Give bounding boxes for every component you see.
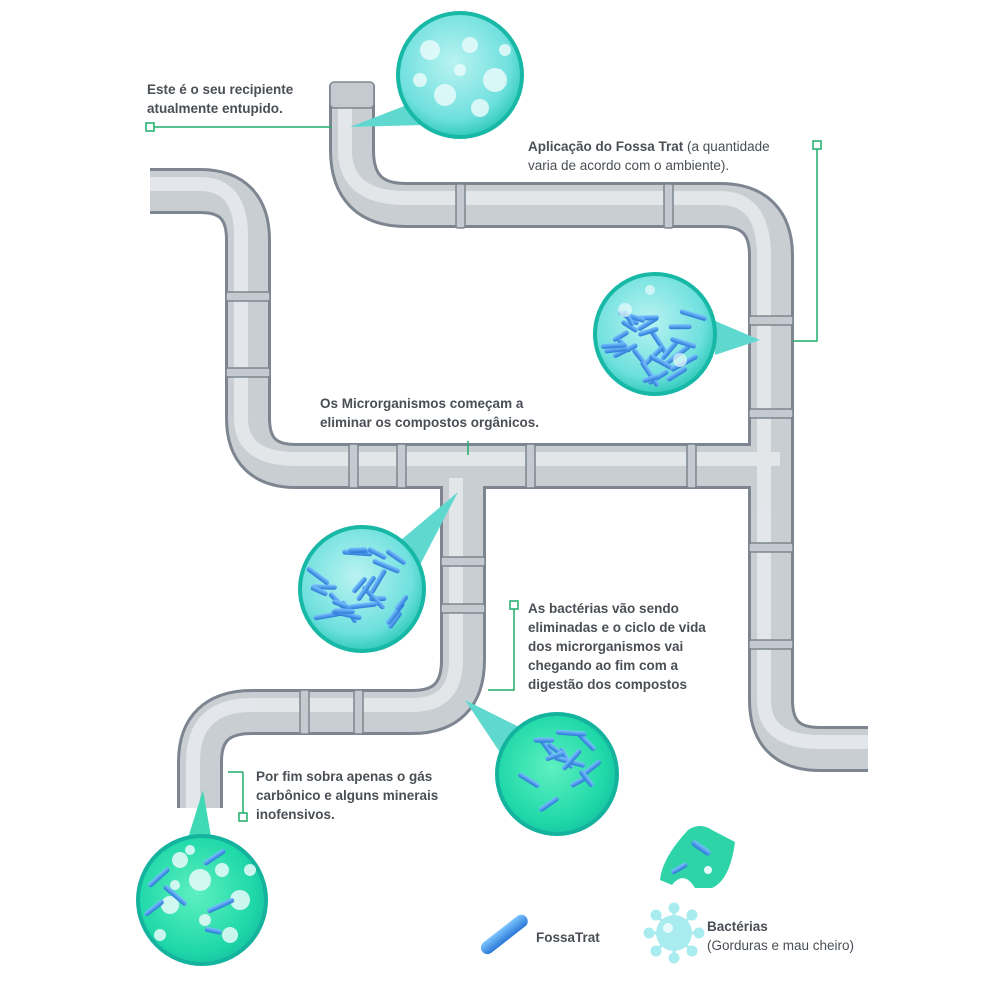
fossatrat-rod <box>310 585 328 597</box>
callout-application-bold: Aplicação do Fossa Trat <box>528 139 684 154</box>
fossatrat-rod <box>612 330 629 342</box>
fossatrat-rod <box>518 772 540 788</box>
callout-microorganisms: Os Microrganismos começam a eliminar os … <box>320 394 560 432</box>
legend-fossatrat-label: FossaTrat <box>536 928 600 947</box>
fossatrat-rod <box>621 320 638 333</box>
fossatrat-rod <box>163 885 187 906</box>
fossatrat-rod <box>561 749 582 771</box>
fossatrat-rod <box>349 601 378 610</box>
legend-bacteria-title: Bactérias <box>707 919 768 934</box>
callout-application-rest: (a quantidade varia de acordo com o ambi… <box>528 139 770 173</box>
fossatrat-rod <box>368 547 387 560</box>
fossatrat-rod <box>668 324 692 330</box>
legend-fragment-graphic <box>660 826 735 888</box>
callout-bacteria-eliminated: As bactérias vão sendo eliminadas e o ci… <box>528 599 713 694</box>
callout-bacteria-eliminated-text: As bactérias vão sendo eliminadas e o ci… <box>528 601 706 692</box>
fossatrat-icon <box>480 914 528 955</box>
fossatrat-rod <box>640 361 660 387</box>
fossatrat-rod <box>144 899 164 917</box>
pipe-network <box>150 85 868 808</box>
callout-application: Aplicação do Fossa Trat (a quantidade va… <box>528 137 798 175</box>
fossatrat-rod <box>670 336 697 349</box>
fossatrat-rod <box>679 309 707 321</box>
fossatrat-rod <box>638 326 659 337</box>
callout-clogged-text: Este é o seu recipiente atualmente entup… <box>147 82 294 116</box>
bubble-final <box>136 790 268 966</box>
fossatrat-rod <box>538 796 559 812</box>
fossatrat-rod <box>207 897 235 914</box>
fossatrat-rod <box>660 341 678 360</box>
fossatrat-rod <box>649 354 674 370</box>
fossatrat-rod <box>203 848 226 866</box>
fossatrat-rod <box>204 926 222 935</box>
fossatrat-rod <box>386 549 407 565</box>
legend-fossatrat-text: FossaTrat <box>536 930 600 945</box>
fossatrat-rod <box>545 751 564 761</box>
callout-final-text: Por fim sobra apenas o gás carbônico e a… <box>256 769 439 822</box>
fossatrat-rod <box>306 566 330 585</box>
fossatrat-rod <box>632 348 646 364</box>
fossatrat-rod <box>642 374 659 383</box>
leader-lines <box>145 122 822 822</box>
callout-microorganisms-text: Os Microrganismos começam a eliminar os … <box>320 396 540 430</box>
bacteria-icon <box>643 902 705 964</box>
fossatrat-rod <box>148 867 170 888</box>
fossatrat-rod <box>649 329 670 357</box>
pipe-couplings <box>225 81 794 735</box>
fossatrat-rod <box>372 559 400 574</box>
legend-bacteria-label: Bactérias (Gorduras e mau cheiro) <box>707 917 907 955</box>
callout-final: Por fim sobra apenas o gás carbônico e a… <box>256 767 471 824</box>
bubble-clogged <box>350 11 524 139</box>
bubble-microorganisms <box>298 492 458 653</box>
fossatrat-rod <box>604 346 628 354</box>
fossatrat-rod <box>579 770 594 788</box>
fossatrat-rod <box>362 585 385 610</box>
fossatrat-rod <box>600 342 627 349</box>
bubble-bacteria-eliminated <box>465 700 619 836</box>
fossatrat-rod <box>332 599 351 610</box>
fossatrat-rod <box>666 366 688 382</box>
fossatrat-rod <box>555 729 587 737</box>
fossatrat-rod <box>356 575 376 601</box>
fossatrat-rod <box>387 611 402 629</box>
fossatrat-rod <box>533 737 555 743</box>
bubble-application <box>593 272 760 396</box>
fossatrat-rod <box>348 547 368 553</box>
fossatrat-rod <box>352 576 367 594</box>
fossatrat-rod <box>583 760 601 775</box>
fossatrat-rod <box>333 608 355 614</box>
fossatrat-rod <box>394 595 408 611</box>
fossatrat-rod <box>369 569 387 594</box>
legend-bacteria-desc: (Gorduras e mau cheiro) <box>707 938 855 953</box>
callout-clogged: Este é o seu recipiente atualmente entup… <box>147 80 322 118</box>
